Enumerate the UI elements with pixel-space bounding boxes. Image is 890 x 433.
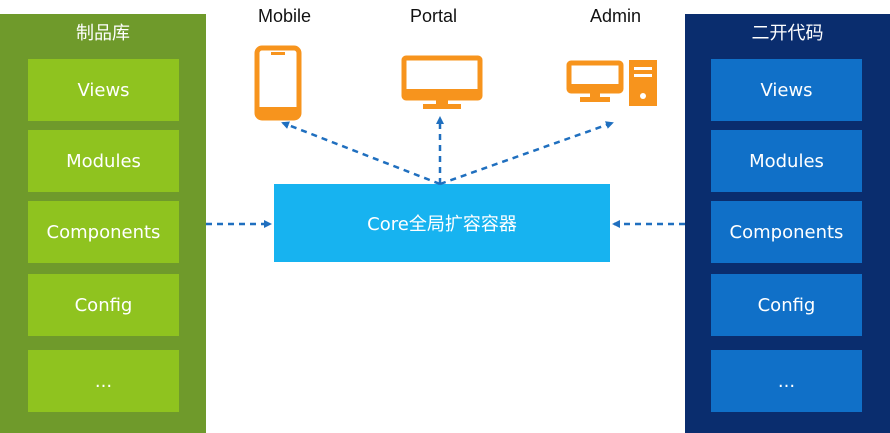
right-config-block: Config (711, 274, 862, 336)
custom-code-panel: 二开代码 Views Modules Components Config ... (685, 14, 890, 433)
client-label-mobile: Mobile (258, 6, 312, 26)
core-container-box: Core全局扩容容器 (274, 184, 610, 262)
right-components-block: Components (711, 201, 862, 263)
client-label-admin: Admin (590, 6, 642, 26)
client-label-portal: Portal (410, 6, 458, 26)
right-more-block: ... (711, 350, 862, 412)
right-modules-block: Modules (711, 130, 862, 192)
left-more-block: ... (28, 350, 179, 412)
left-modules-block: Modules (28, 130, 179, 192)
left-views-block: Views (28, 59, 179, 121)
left-components-block: Components (28, 201, 179, 263)
custom-code-title: 二开代码 (751, 23, 824, 44)
monitor-icon (401, 55, 483, 111)
artifact-repository-title: 制品库 (76, 23, 130, 44)
mobile-phone-icon (253, 45, 303, 121)
left-config-block: Config (28, 274, 179, 336)
arrow-core-to-mobile (281, 121, 441, 186)
right-views-block: Views (711, 59, 862, 121)
artifact-repository-panel: 制品库 Views Modules Components Config ... (0, 14, 206, 433)
arrow-core-to-admin (439, 121, 614, 186)
desktop-computer-icon (566, 58, 658, 108)
